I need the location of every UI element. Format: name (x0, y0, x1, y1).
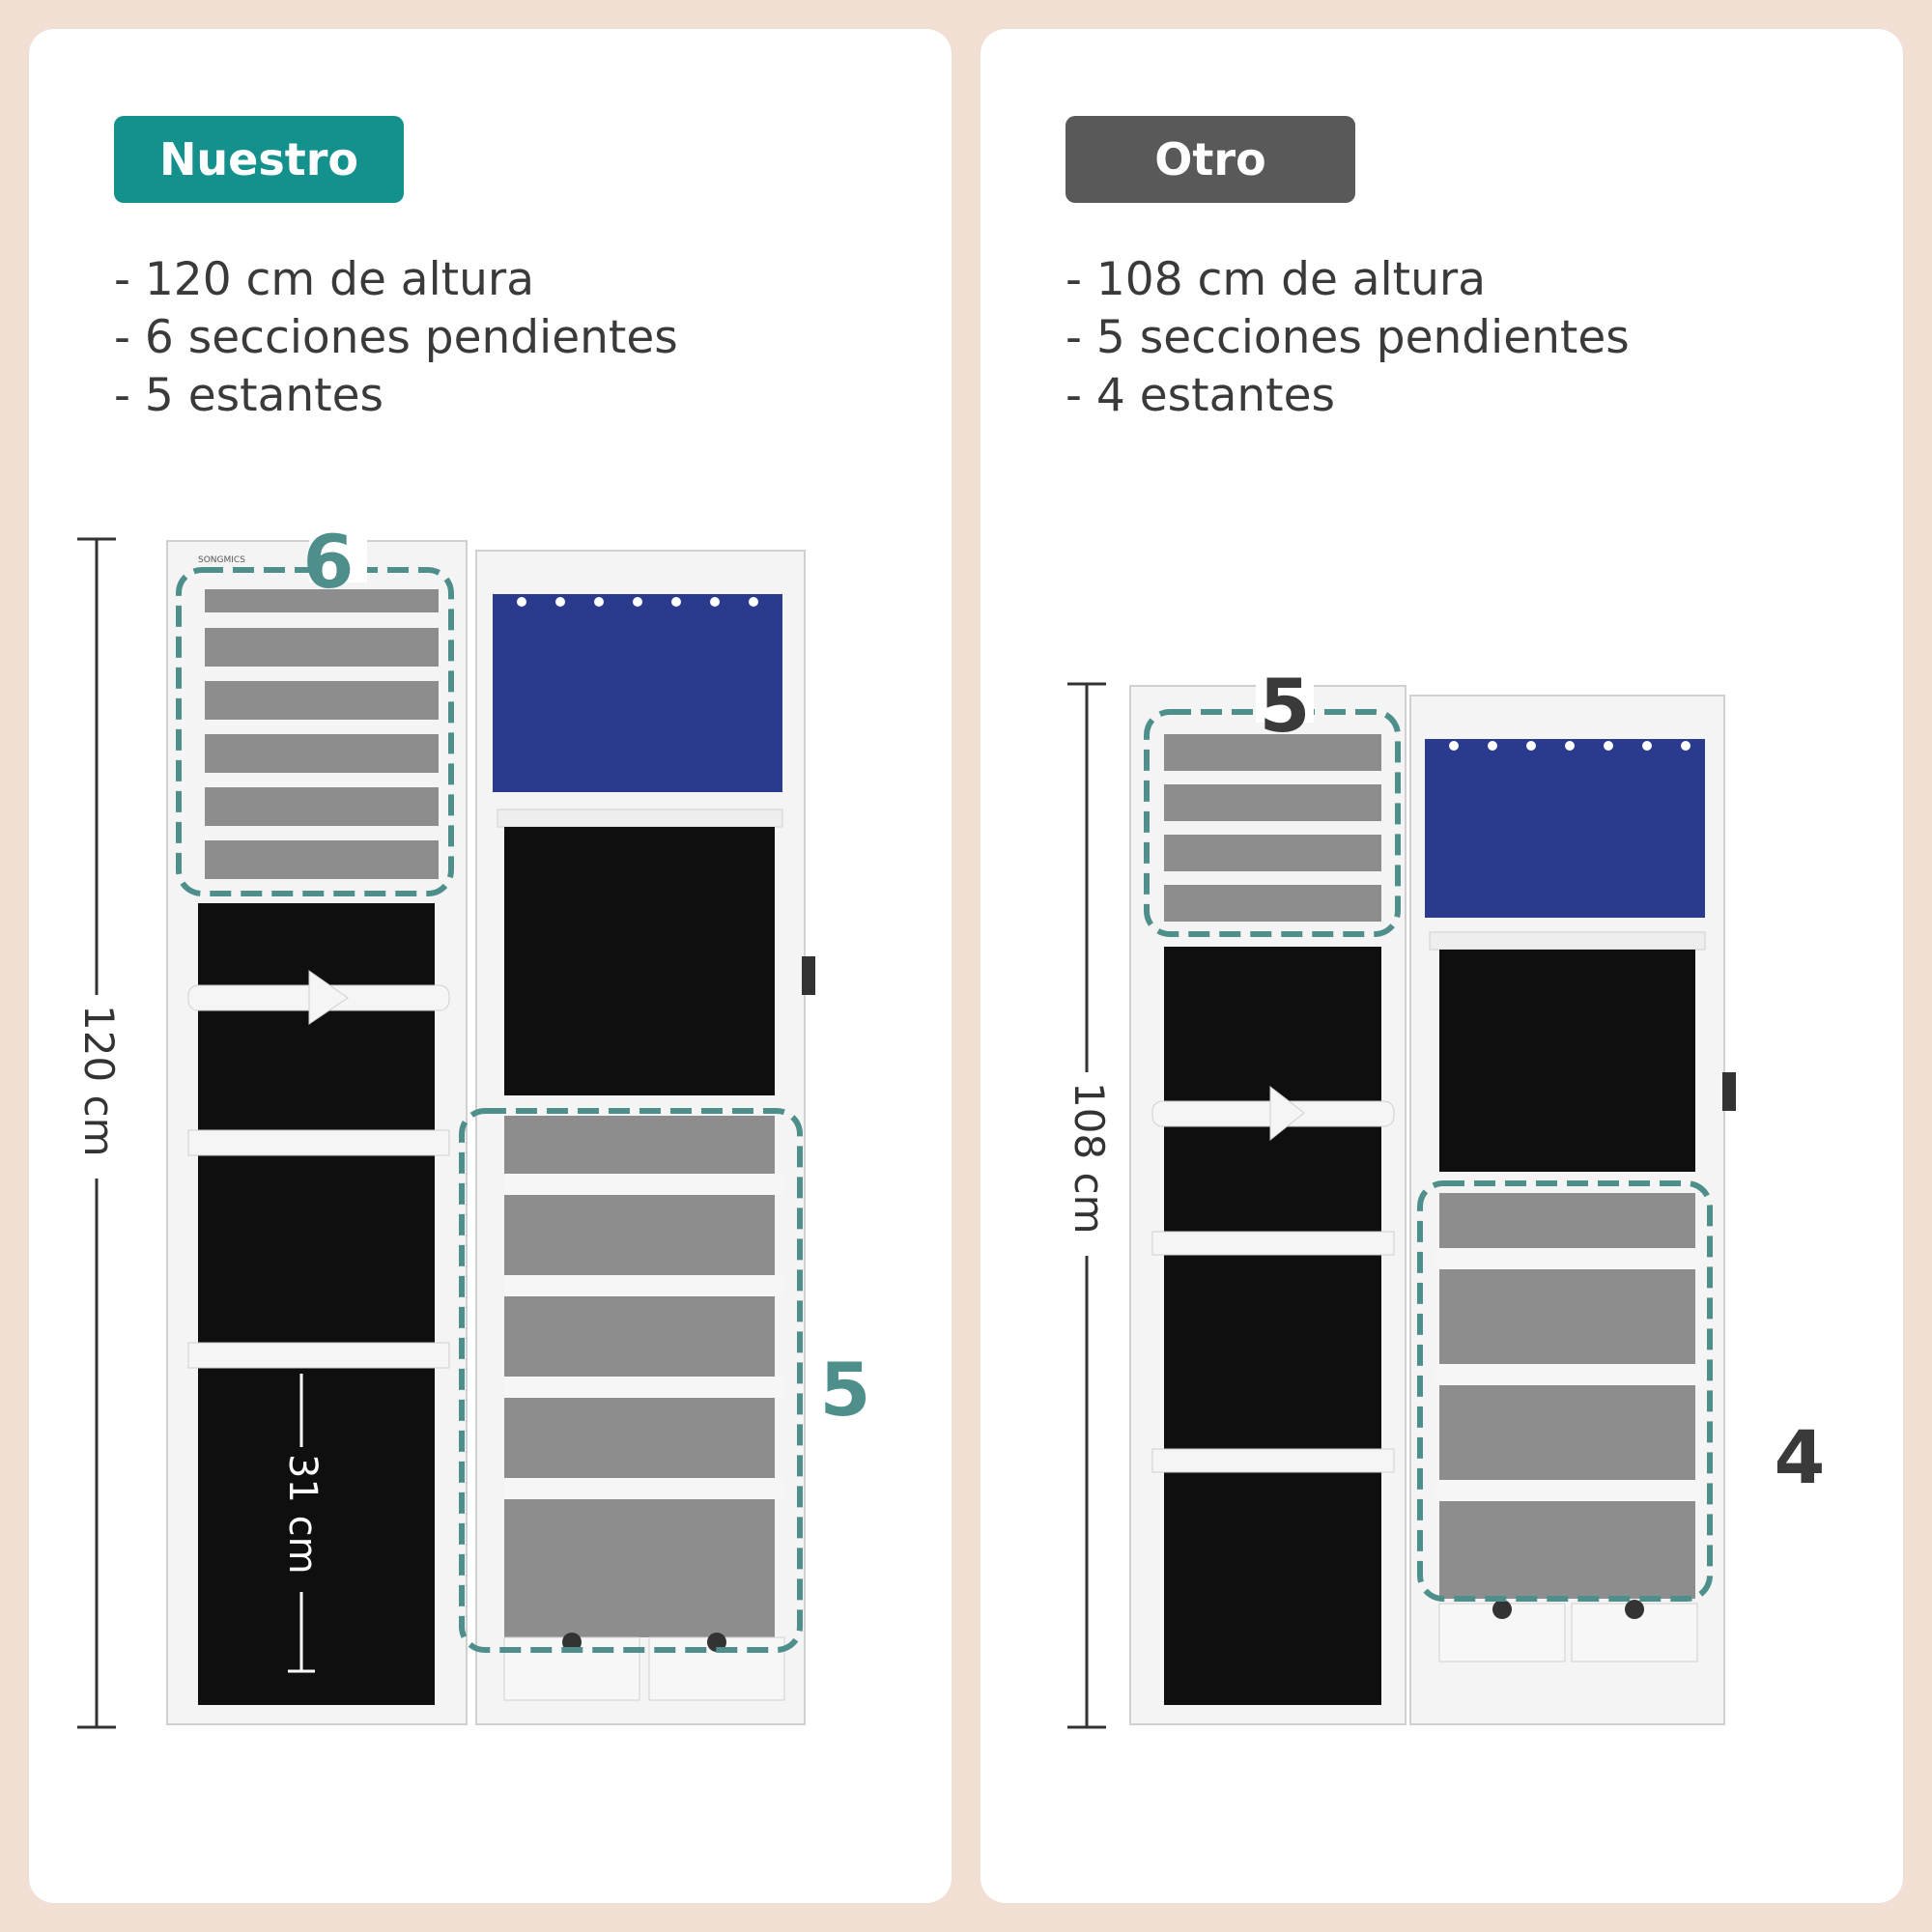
ours-feature-sections: - 6 secciones pendientes (114, 311, 678, 364)
other-earring-sections-count: 5 (1260, 663, 1311, 749)
ours-shelves-count: 5 (820, 1347, 871, 1433)
ours-highlights: 6 5 (176, 519, 871, 1653)
other-height-label: 108 cm (1065, 1082, 1113, 1235)
other-lock-icon (1722, 1072, 1736, 1111)
ours-feature-list: - 120 cm de altura - 6 secciones pendien… (114, 251, 678, 425)
other-feature-list: - 108 cm de altura - 5 secciones pendien… (1065, 251, 1630, 425)
other-height-dimension: 108 cm (1065, 682, 1113, 1729)
ours-height-label: 120 cm (75, 1005, 123, 1157)
ours-lock-icon (802, 956, 815, 995)
ours-section-gap-label: 31 cm (280, 1454, 325, 1575)
ours-height-dimension: 120 cm (75, 537, 123, 1729)
ours-brand-logo: SONGMICS (198, 555, 245, 565)
ours-earring-sections (205, 589, 439, 879)
other-shelves (1435, 1193, 1700, 1599)
ours-badge: Nuestro (114, 116, 404, 203)
ours-feature-shelves: - 5 estantes (114, 369, 384, 422)
other-led-velvet-panel (1425, 739, 1705, 918)
other-badge: Otro (1065, 116, 1355, 203)
other-highlights: 5 4 (1144, 663, 1826, 1602)
other-drawers (1438, 1600, 1698, 1662)
other-door-panel (1129, 685, 1406, 1725)
other-feature-shelves: - 4 estantes (1065, 369, 1335, 422)
other-cabinet-illustration: 108 cm (1065, 663, 1826, 1729)
ours-cabinet-body (475, 550, 815, 1725)
ours-led-lights (517, 597, 758, 607)
other-cabinet-body (1409, 695, 1736, 1725)
ours-shelves (504, 1116, 784, 1637)
ours-door-panel: SONGMICS 31 cm (166, 540, 468, 1725)
ours-section-gap-dimension: 31 cm (280, 1374, 325, 1673)
other-earring-sections (1164, 734, 1381, 922)
other-shelves-count: 4 (1775, 1414, 1826, 1500)
ours-led-velvet-panel (493, 594, 782, 792)
ours-cabinet-illustration: 120 cm SONGMICS (75, 519, 871, 1729)
other-feature-sections: - 5 secciones pendientes (1065, 311, 1630, 364)
comparison-card-other: Otro - 108 cm de altura - 5 secciones pe… (980, 29, 1903, 1903)
ours-feature-height: - 120 cm de altura (114, 253, 535, 306)
comparison-card-ours: Nuestro - 120 cm de altura - 6 secciones… (29, 29, 952, 1903)
ours-earring-sections-count: 6 (303, 519, 355, 605)
other-feature-height: - 108 cm de altura (1065, 253, 1487, 306)
other-led-lights (1449, 741, 1690, 751)
